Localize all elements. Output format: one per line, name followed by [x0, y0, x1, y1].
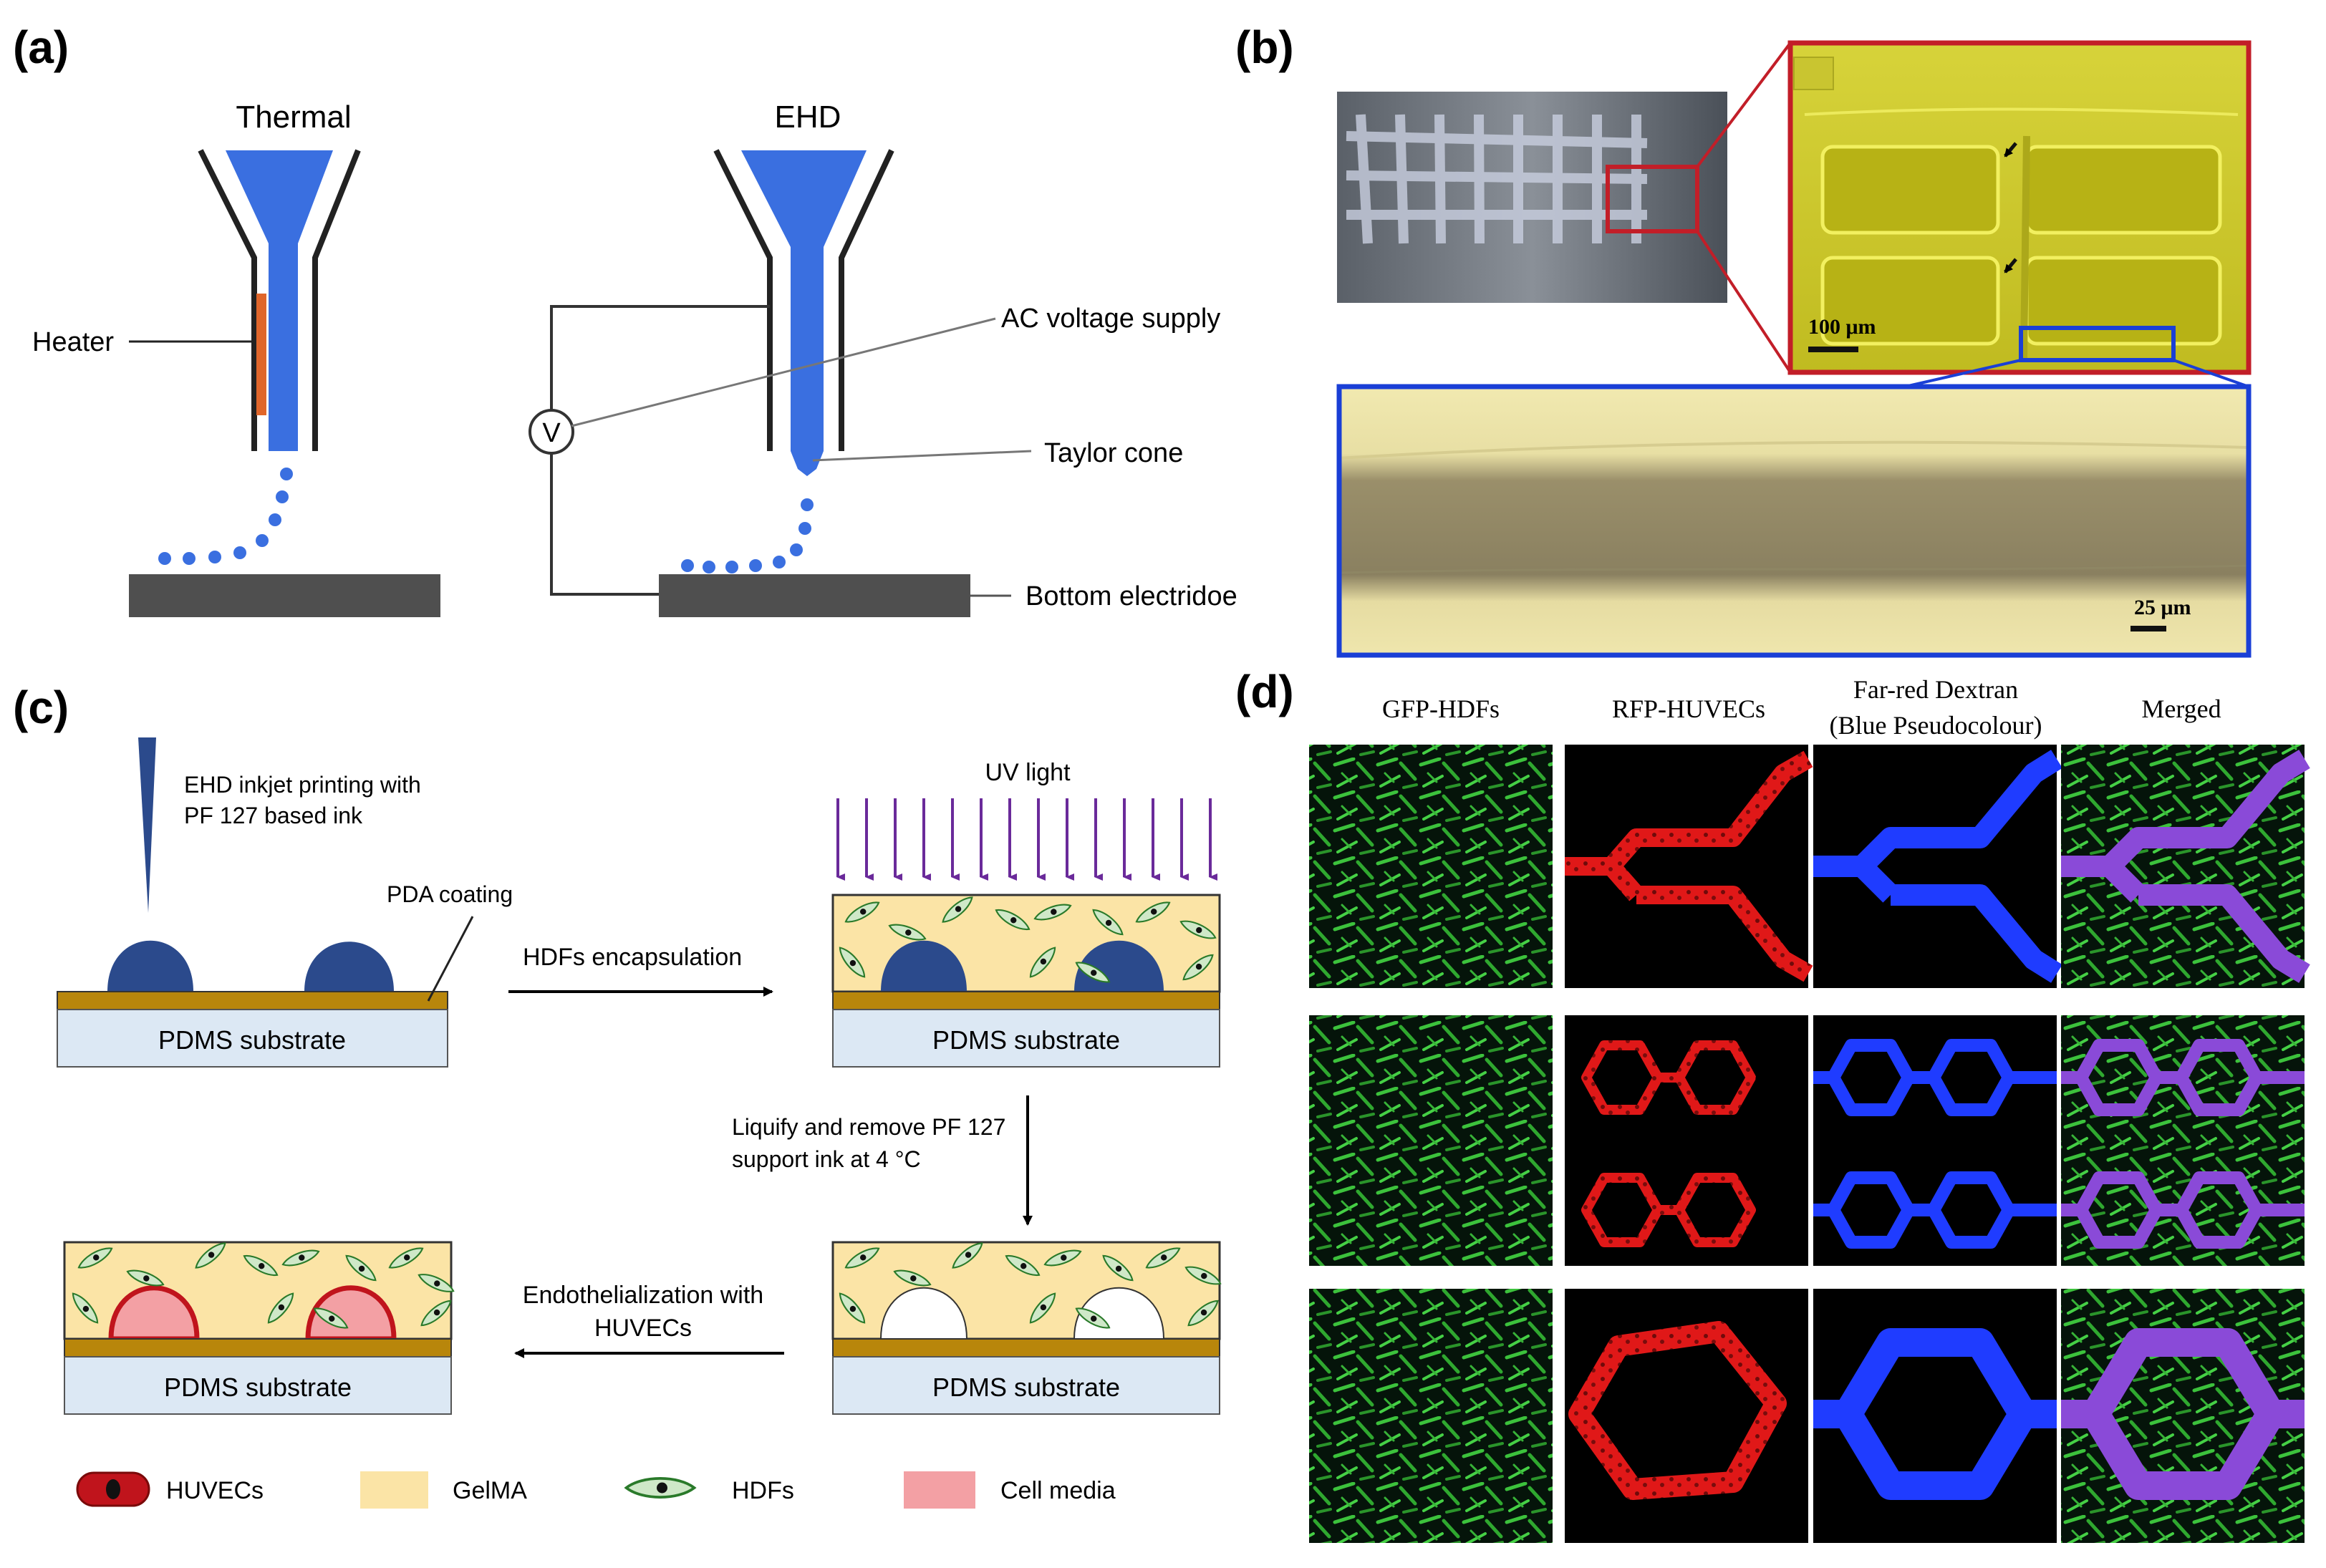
thermal-title: Thermal [236, 100, 351, 135]
ehd-title: EHD [775, 100, 841, 135]
img-r1-dextran [1813, 750, 2062, 983]
panel-d: (d) GFP-HDFs RFP-HUVECs Far-red Dextran … [1235, 666, 2310, 1543]
img-r3-dextran [1813, 1328, 2057, 1500]
ehd-printing-line2: PF 127 based ink [184, 803, 363, 828]
thermal-nozzle [129, 149, 361, 451]
substrate-label-1: PDMS substrate [158, 1025, 346, 1055]
scale-bar-100um: 100 μm [1808, 315, 1876, 339]
panel-b-label: (b) [1235, 21, 1294, 73]
img-r2-dextran [1813, 1039, 2057, 1249]
channel-micrograph: 25 μm [1336, 384, 2252, 658]
thermal-substrate [129, 574, 440, 617]
img-r3-gfp [1309, 1289, 1553, 1543]
uv-light-label: UV light [985, 759, 1071, 786]
col-header-gfp-hdfs: GFP-HDFs [1382, 695, 1500, 723]
legend-swatch-media [904, 1471, 975, 1509]
panel-a-label: (a) [13, 21, 69, 73]
liquify-line2: support ink at 4 °C [732, 1146, 921, 1172]
step-encapsulate: UV light [831, 759, 1221, 1068]
legend-cell-media: Cell media [1000, 1477, 1116, 1504]
col-header-rfp-huvecs: RFP-HUVECs [1612, 695, 1765, 723]
row-3 [1309, 1289, 2305, 1543]
endothelialization-line2: HUVECs [594, 1315, 692, 1342]
img-r3-merged [2061, 1328, 2305, 1500]
heater-element [256, 294, 266, 415]
substrate-label-4: PDMS substrate [164, 1373, 352, 1402]
legend-huvecs: HUVECs [166, 1477, 264, 1504]
legend-hdfs: HDFs [732, 1477, 794, 1504]
col-header-dextran-line1: Far-red Dextran [1853, 675, 2018, 704]
voltmeter-icon [529, 409, 574, 455]
row-2 [1309, 1015, 2305, 1266]
ehd-printing-line1: EHD inkjet printing with [184, 772, 421, 798]
ehd-droplets [681, 498, 814, 574]
img-r2-rfp [1581, 1040, 1756, 1247]
panel-c-label: (c) [13, 682, 69, 733]
legend-swatch-gelma [360, 1471, 428, 1509]
col-header-merged: Merged [2141, 695, 2221, 723]
row-1 [1309, 745, 2310, 988]
printed-grid-photo [1337, 92, 1727, 303]
taylor-cone-label: Taylor cone [1044, 438, 1183, 468]
img-r1-gfp [1309, 745, 1553, 988]
ehd-circuit [550, 305, 770, 596]
step-print: EHD inkjet printing with PF 127 based in… [57, 737, 513, 1068]
ehd-substrate [659, 574, 970, 617]
panel-c: (c) EHD inkjet printing with PF 127 base… [13, 682, 1224, 1509]
ac-voltage-label: AC voltage supply [1001, 304, 1220, 334]
img-r3-rfp [1568, 1321, 1787, 1500]
yellow-micrograph: 100 μm [1787, 40, 2252, 375]
panel-d-label: (d) [1235, 666, 1294, 717]
step-liquify: PDMS substrate [831, 1238, 1224, 1415]
hdf-encapsulation-label: HDFs encapsulation [523, 944, 742, 971]
bottom-electrode-label: Bottom electridoe [1026, 581, 1237, 611]
endothelialization-line1: Endothelialization with [523, 1282, 763, 1309]
pda-coating-label: PDA coating [387, 881, 513, 907]
img-r1-rfp [1565, 750, 1813, 982]
panel-b: (b) [1235, 21, 2252, 658]
voltmeter-label: V [542, 418, 561, 448]
heater-label: Heater [32, 327, 114, 357]
img-r2-gfp [1309, 1015, 1553, 1266]
liquify-line1: Liquify and remove PF 127 [732, 1114, 1005, 1140]
substrate-label-3: PDMS substrate [932, 1373, 1120, 1402]
uv-arrows [836, 798, 1217, 881]
legend-gelma: GelMA [453, 1477, 527, 1504]
legend-swatch-hdfs [624, 1477, 696, 1499]
step-endothelialize: PDMS substrate [63, 1238, 457, 1415]
ehd-nozzle [713, 149, 894, 476]
panel-a: (a) Thermal EHD Heater V [13, 21, 1237, 617]
col-header-dextran-line2: (Blue Pseudocolour) [1830, 711, 2042, 740]
scale-bar-25um: 25 μm [2134, 596, 2191, 619]
substrate-label-2: PDMS substrate [932, 1025, 1120, 1055]
img-r1-merged [2061, 750, 2310, 983]
legend: HUVECs GelMA HDFs Cell media [76, 1471, 1116, 1509]
img-r2-merged [2061, 1039, 2305, 1249]
thermal-droplets [158, 468, 293, 565]
